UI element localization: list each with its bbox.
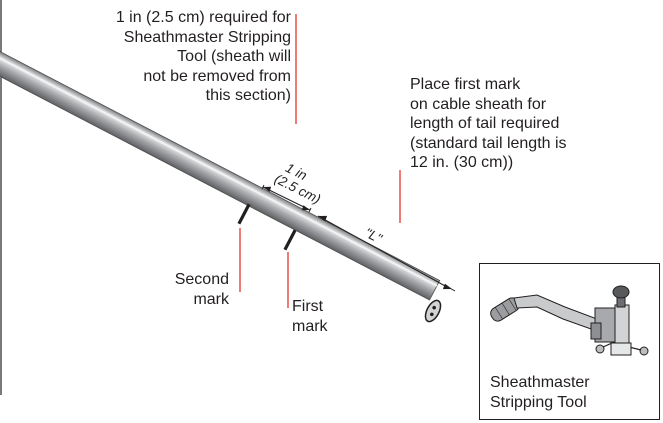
- first-mark-label: First mark: [292, 297, 328, 336]
- sheathmaster-section-note: 1 in (2.5 cm) required for Sheathmaster …: [116, 8, 291, 106]
- first-mark-placement-note: Place first mark on cable sheath for len…: [410, 75, 567, 173]
- cable: [0, 44, 441, 301]
- note-line: 1 in (2.5 cm) required for: [115, 9, 291, 26]
- caption-line: Sheathmaster: [490, 374, 590, 391]
- note-line: (standard tail length is: [410, 134, 567, 152]
- inset-caption: Sheathmaster Stripping Tool: [490, 373, 590, 412]
- stripping-tool-inset: Sheathmaster Stripping Tool: [479, 263, 660, 420]
- second-mark: [237, 203, 251, 225]
- first-mark: [283, 229, 297, 251]
- note-line: Place first mark: [410, 76, 521, 93]
- dimension-L: [317, 215, 456, 292]
- cable-end: [424, 299, 442, 323]
- note-line: not be removed from: [143, 67, 291, 85]
- label-line: mark: [292, 317, 328, 335]
- caption-line: Stripping Tool: [490, 393, 587, 411]
- note-line: length of tail required: [410, 115, 560, 132]
- label-line: First: [292, 298, 324, 315]
- note-line: on cable sheath for: [410, 95, 547, 113]
- note-line: Sheathmaster Stripping: [123, 28, 291, 46]
- label-line: Second: [174, 271, 229, 288]
- dimension-one-inch: [261, 184, 312, 213]
- note-line: this section): [205, 87, 291, 104]
- second-mark-label: Second mark: [175, 270, 229, 309]
- label-line: mark: [193, 290, 229, 308]
- note-line: Tool (sheath will: [177, 48, 291, 65]
- note-line: 12 in. (30 cm)): [410, 154, 514, 171]
